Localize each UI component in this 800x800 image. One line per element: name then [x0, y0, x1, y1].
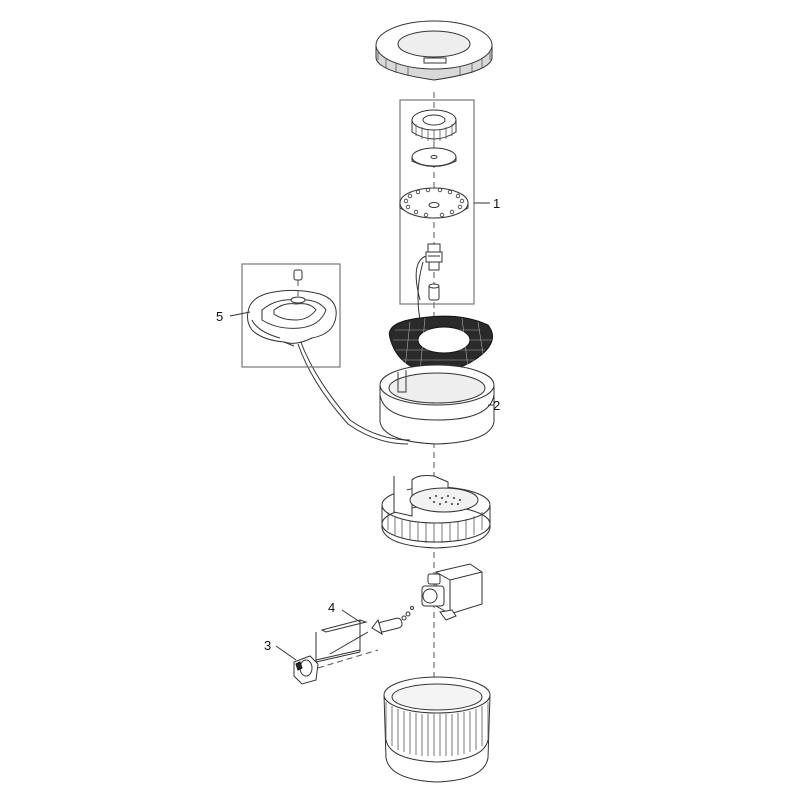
part-5-frame	[241, 263, 341, 368]
small-plug	[428, 283, 440, 301]
callout-5: 5	[216, 309, 223, 324]
lily-leaf-float	[247, 269, 337, 347]
pump-cap	[293, 649, 379, 685]
callout-2: 2	[493, 398, 500, 413]
hose-connector	[415, 243, 443, 301]
impeller-assembly	[315, 606, 414, 663]
callout-3: 3	[264, 638, 271, 653]
foam-filter-ring	[388, 315, 493, 373]
callout-1: 1	[493, 196, 500, 211]
pump-unit	[421, 563, 483, 621]
nozzle-crown	[411, 109, 457, 142]
leader-3	[275, 645, 297, 661]
bottom-filter-basket	[383, 676, 491, 783]
callout-4: 4	[328, 600, 335, 615]
nozzle-plate	[399, 187, 469, 219]
upper-filter-basket	[381, 475, 491, 549]
float-housing	[379, 364, 495, 445]
lily-hose	[299, 339, 411, 441]
leader-5	[229, 311, 251, 317]
top-cover	[375, 20, 493, 81]
leader-4	[341, 609, 361, 623]
nozzle-disc	[411, 147, 457, 167]
